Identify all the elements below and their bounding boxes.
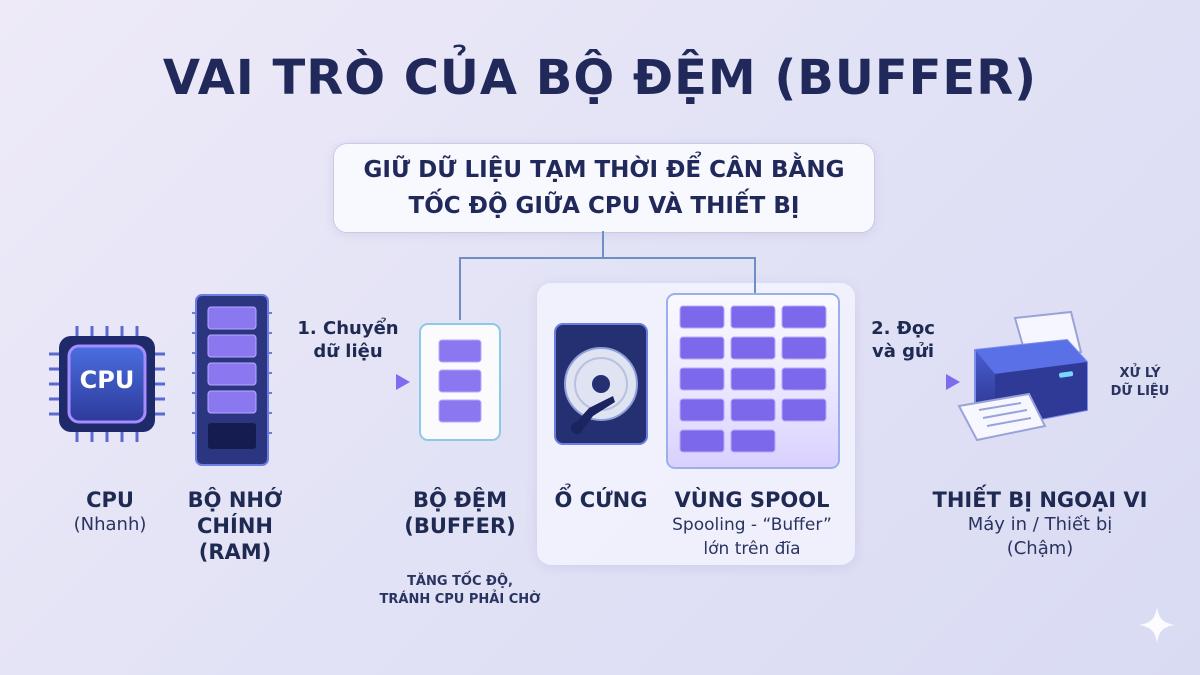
- ram-label-group: BỘ NHỚ CHÍNH (RAM): [160, 487, 310, 565]
- arrow-1-head: [396, 374, 410, 390]
- buffer-label-line-1: BỘ ĐỆM: [412, 488, 507, 512]
- buffer-label-group: BỘ ĐỆM (BUFFER): [380, 487, 540, 539]
- cpu-label: CPU: [86, 488, 134, 512]
- cpu-chip-text: CPU: [79, 366, 135, 394]
- spool-sub-line-1: Spooling - “Buffer”: [672, 515, 832, 535]
- ram-label-line-1: BỘ NHỚ: [187, 488, 283, 512]
- ram-label-line-3: (RAM): [198, 540, 272, 564]
- ram-module-icon: [192, 294, 272, 466]
- step-1-label: 1. Chuyển dữ liệu: [288, 317, 408, 363]
- step-2-label: 2. Đọc và gửi: [858, 317, 948, 363]
- device-sub-line-2: (Chậm): [1006, 538, 1074, 559]
- step-1-line-2: dữ liệu: [313, 341, 383, 362]
- subtitle-line-2: TỐC ĐỘ GIỮA CPU VÀ THIẾT BỊ: [408, 193, 800, 219]
- step-2-line-2: và gửi: [871, 341, 934, 362]
- process-line-1: XỬ LÝ: [1119, 366, 1161, 381]
- buffer-note: TĂNG TỐC ĐỘ, TRÁNH CPU PHẢI CHỜ: [360, 573, 560, 609]
- cpu-speed-label: (Nhanh): [73, 514, 147, 535]
- spool-sub-line-2: lớn trên đĩa: [703, 539, 801, 559]
- step-1-line-1: 1. Chuyển: [297, 318, 399, 339]
- hard-disk-icon: [554, 323, 648, 445]
- device-sub-line-1: Máy in / Thiết bị: [967, 514, 1113, 535]
- spool-label: VÙNG SPOOL: [674, 488, 830, 512]
- printer-icon: [957, 310, 1088, 442]
- subtitle-line-1: GIỮ DỮ LIỆU TẠM THỜI ĐỂ CÂN BẰNG: [363, 157, 845, 183]
- buffer-label-line-2: (BUFFER): [404, 514, 516, 538]
- sparkle-icon: [1139, 607, 1175, 643]
- ram-label-line-2: CHÍNH: [197, 514, 273, 538]
- spool-label-group: VÙNG SPOOL Spooling - “Buffer” lớn trên …: [650, 487, 854, 561]
- buffer-note-line-2: TRÁNH CPU PHẢI CHỜ: [379, 592, 541, 607]
- buffer-note-line-1: TĂNG TỐC ĐỘ,: [407, 574, 513, 589]
- subtitle-box: GIỮ DỮ LIỆU TẠM THỜI ĐỂ CÂN BẰNG TỐC ĐỘ …: [333, 143, 875, 233]
- disk-label: Ổ CỨNG: [554, 488, 648, 512]
- step-2-line-1: 2. Đọc: [871, 318, 935, 339]
- cpu-label-group: CPU (Nhanh): [30, 487, 190, 537]
- process-line-2: DỮ LIỆU: [1110, 384, 1170, 399]
- page-title: VAI TRÒ CỦA BỘ ĐỆM (BUFFER): [162, 50, 1038, 106]
- buffer-icon: [419, 323, 501, 441]
- process-label: XỬ LÝ DỮ LIỆU: [1095, 365, 1185, 401]
- device-label: THIẾT BỊ NGOẠI VI: [932, 488, 1148, 512]
- cpu-chip-icon: [49, 326, 165, 442]
- device-label-group: THIẾT BỊ NGOẠI VI Máy in / Thiết bị (Chậ…: [905, 487, 1175, 561]
- spool-area-icon: [666, 293, 840, 469]
